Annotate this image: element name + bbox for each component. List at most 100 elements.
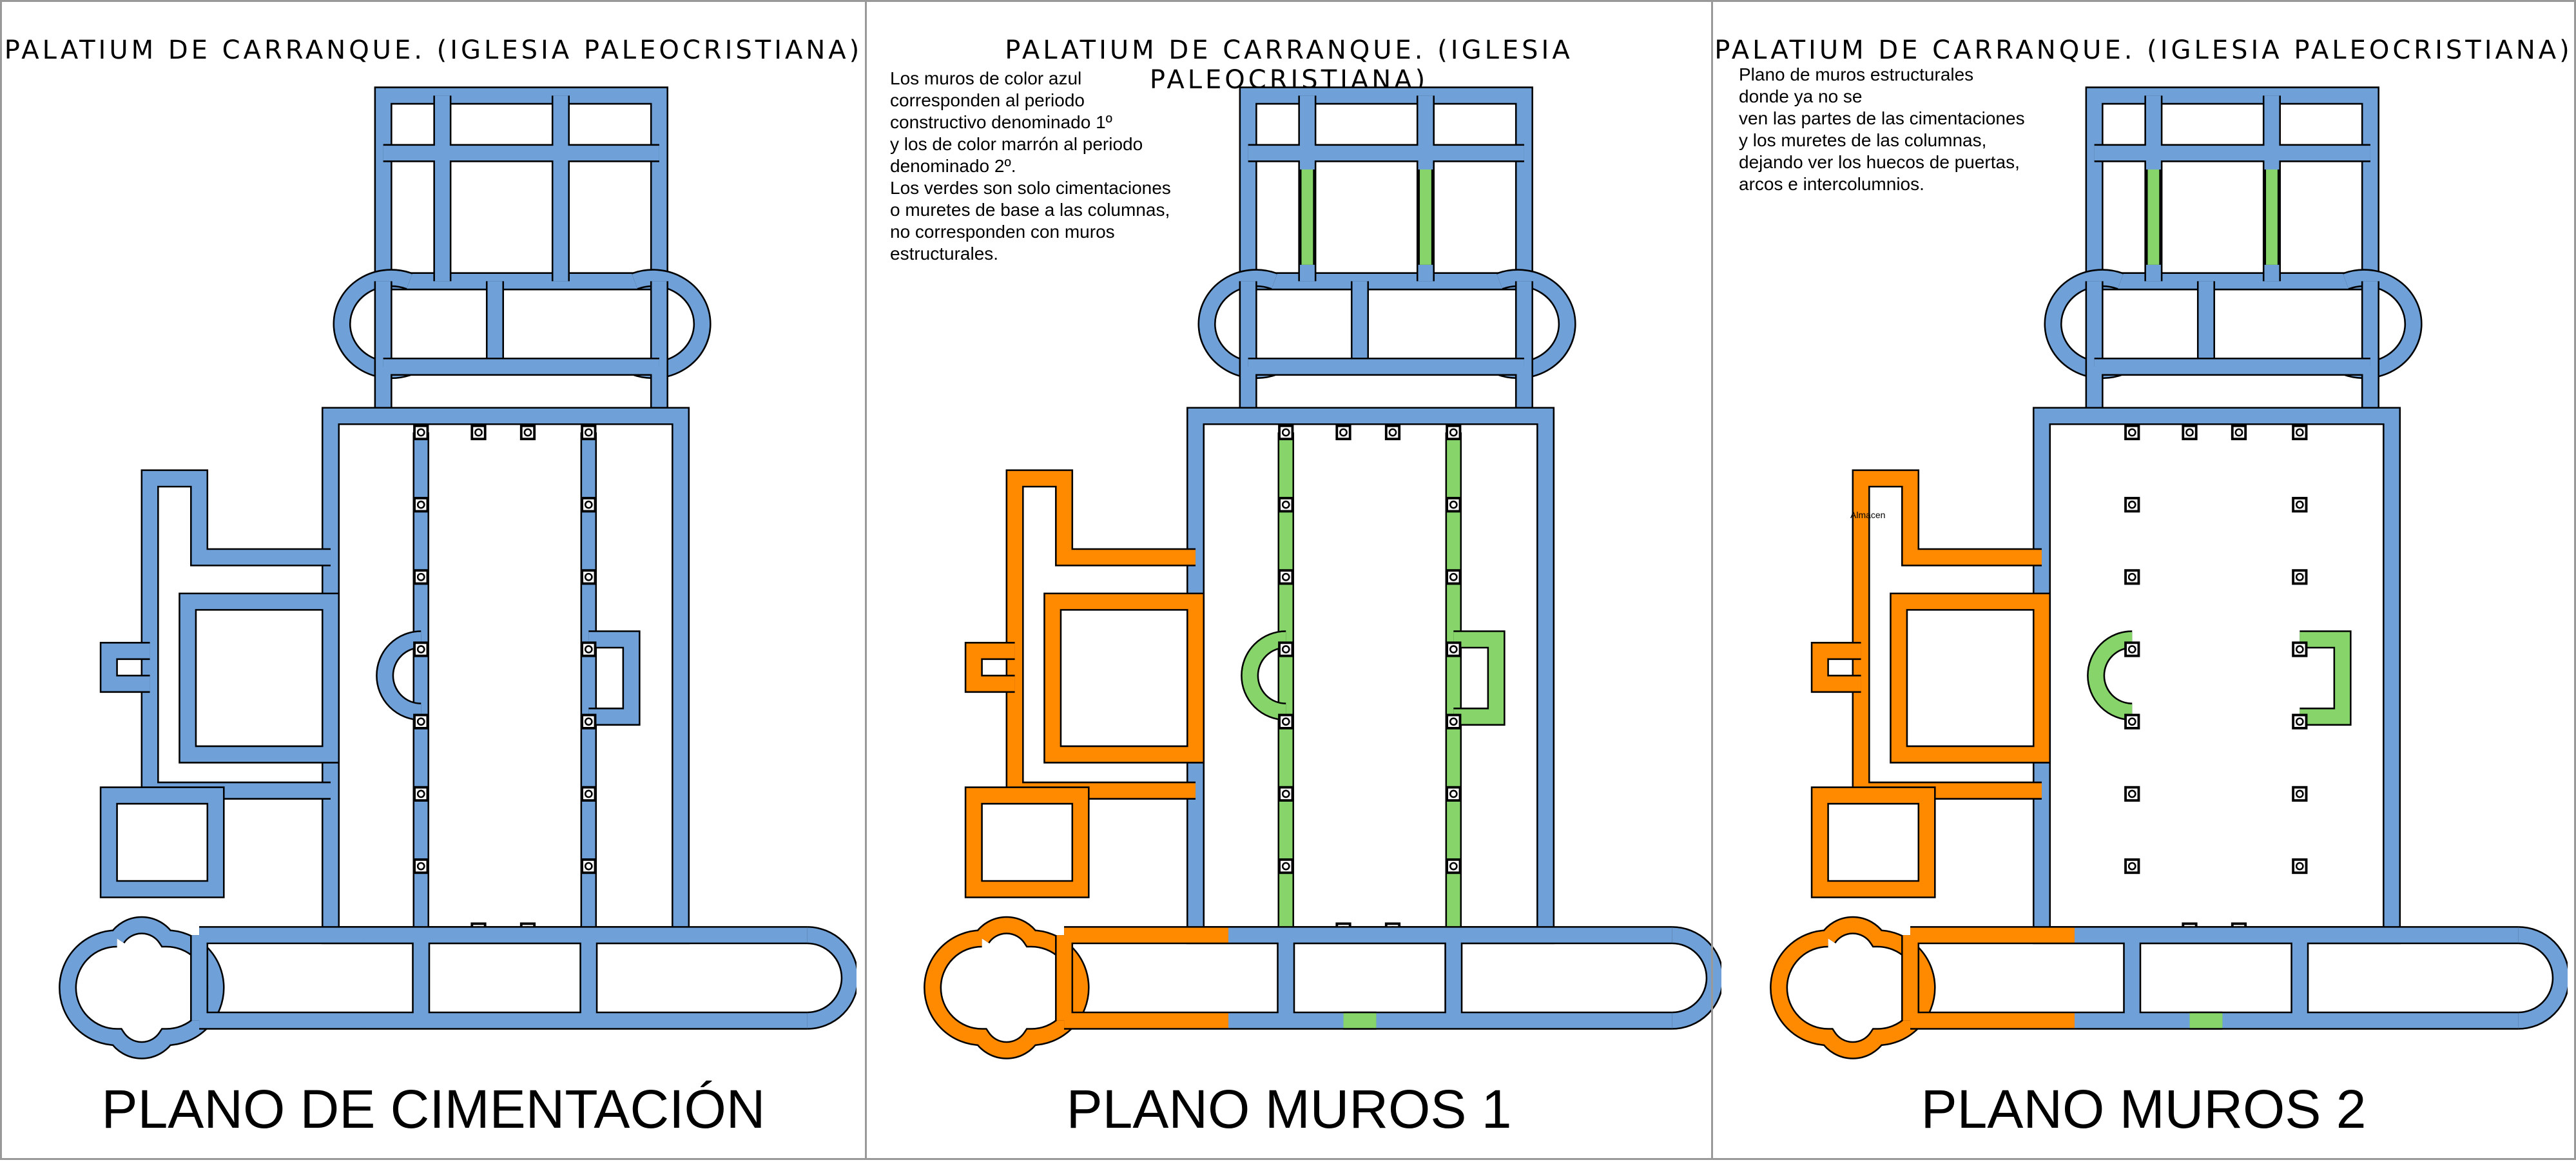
column-pillar — [1446, 641, 1462, 657]
wall — [1242, 632, 1286, 719]
column-base — [2127, 500, 2136, 509]
wall — [1672, 927, 1721, 1029]
column-pillar — [581, 786, 597, 802]
column-base — [584, 428, 593, 437]
wall-outline — [374, 281, 668, 367]
plan-title: PLANO MUROS 1 — [1066, 1079, 1512, 1139]
column-base — [2295, 428, 2304, 437]
column-pillar — [1384, 424, 1401, 441]
column-pillar — [2124, 713, 2140, 729]
column-base — [2234, 428, 2243, 437]
column-pillar — [413, 424, 429, 441]
wall-outline — [1277, 432, 1462, 931]
wall — [925, 918, 1088, 1058]
column-pillar — [1278, 424, 1294, 441]
column-base — [2127, 789, 2136, 798]
panel-muros-2: PALATIUM DE CARRANQUE. (IGLESIA PALEOCRI… — [1711, 0, 2576, 1160]
column-base — [2295, 717, 2304, 726]
wall-outline — [99, 786, 225, 898]
wall — [1007, 470, 1196, 798]
column-pillar — [1446, 424, 1462, 441]
wall-outline — [333, 269, 712, 380]
column-base — [1281, 862, 1290, 871]
column-pillar — [2292, 786, 2308, 802]
column-pillar — [2124, 497, 2140, 513]
column-base — [2295, 645, 2304, 653]
column-base — [1281, 500, 1290, 509]
column-pillar — [1446, 858, 1462, 874]
wall — [588, 632, 639, 724]
wall — [1056, 927, 1229, 1029]
wall-outline — [1055, 926, 1229, 1030]
column-pillar — [2124, 858, 2140, 874]
column-pillar — [581, 858, 597, 874]
column-pillar — [2182, 424, 2198, 441]
column-pillar — [2292, 424, 2308, 441]
column-base — [2295, 862, 2304, 871]
column-pillar — [581, 713, 597, 729]
panel-title: PALATIUM DE CARRANQUE. (IGLESIA PALEOCRI… — [4, 35, 863, 65]
wall — [1241, 88, 1532, 289]
wall-outline — [2094, 95, 2370, 282]
column-base — [1281, 717, 1290, 726]
column-pillar — [581, 497, 597, 513]
column-base — [1281, 428, 1290, 437]
column-pillar — [413, 641, 429, 657]
column-base — [1449, 428, 1458, 437]
plan-title: PLANO DE CIMENTACIÓN — [101, 1079, 766, 1139]
wall — [966, 787, 1089, 897]
column-pillar — [1278, 569, 1294, 585]
wall — [2518, 927, 2568, 1029]
floor-plan-cimentacion — [59, 86, 857, 1059]
wall-outline — [1810, 786, 1936, 898]
wall — [191, 927, 364, 1029]
wall — [966, 643, 1015, 691]
column-base — [1388, 428, 1397, 437]
wall — [2147, 169, 2278, 265]
wall — [1228, 927, 1672, 1029]
wall — [376, 281, 667, 367]
column-pillar — [1446, 713, 1462, 729]
wall — [376, 88, 667, 289]
wall — [377, 632, 421, 719]
column-pillar — [581, 424, 597, 441]
column-pillar — [581, 641, 597, 657]
column-pillar — [2124, 424, 2140, 441]
wall-outline — [1239, 86, 1533, 291]
panel-cimentacion: PALATIUM DE CARRANQUE. (IGLESIA PALEOCRI… — [0, 0, 867, 1160]
wall — [2094, 95, 2370, 282]
column-base — [1281, 789, 1290, 798]
floor-plan-muros-2 — [1770, 86, 2568, 1059]
wall-outline — [140, 469, 331, 800]
column-base — [523, 428, 532, 437]
column-pillar — [1446, 497, 1462, 513]
wall-outline — [2085, 86, 2379, 291]
column-base — [1449, 717, 1458, 726]
wall-outline — [2145, 169, 2280, 265]
column-pillar — [413, 858, 429, 874]
wall — [383, 95, 659, 282]
column-pillar — [2292, 497, 2308, 513]
column-pillar — [1278, 641, 1294, 657]
wall — [2087, 281, 2378, 367]
column-pillar — [413, 497, 429, 513]
column-pillar — [1446, 569, 1462, 585]
wall-outline — [2085, 281, 2379, 367]
wall — [1903, 927, 2075, 1029]
wall-outline — [383, 95, 659, 282]
wall — [1045, 594, 1203, 762]
wall — [2088, 632, 2133, 719]
column-pillar — [581, 569, 597, 585]
wall-outline — [1299, 169, 1433, 265]
column-base — [1449, 645, 1458, 653]
column-base — [1281, 645, 1290, 653]
column-base — [1281, 572, 1290, 581]
column-pillar — [1278, 858, 1294, 874]
column-base — [2295, 500, 2304, 509]
column-pillar — [470, 424, 487, 441]
wall-outline — [1890, 592, 2051, 764]
column-base — [584, 862, 593, 871]
wall-outline — [179, 592, 340, 764]
column-pillar — [2292, 641, 2308, 657]
column-base — [416, 500, 425, 509]
